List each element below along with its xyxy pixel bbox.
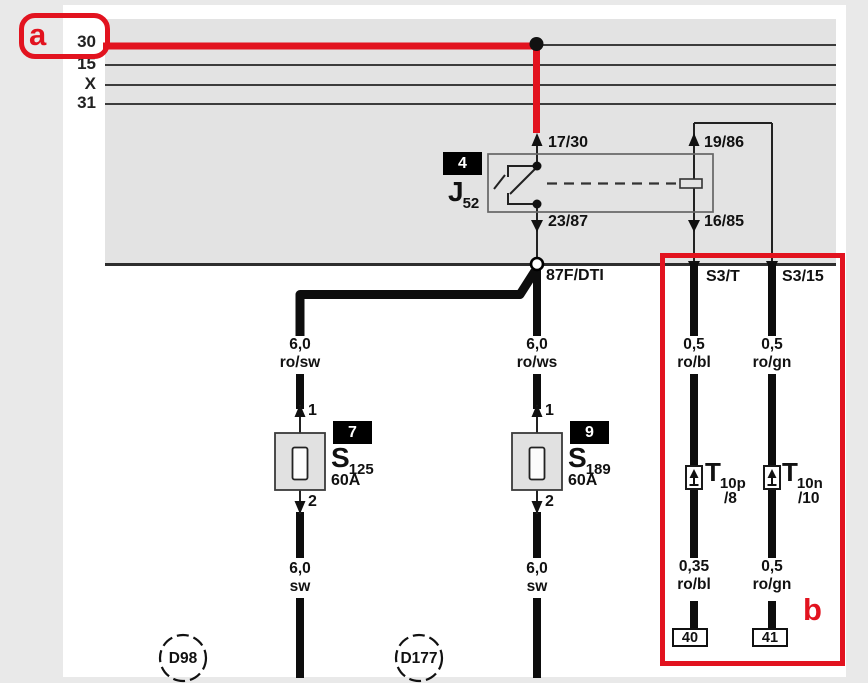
bus-label-x: X xyxy=(84,74,96,93)
annotation-label-b: b xyxy=(803,592,822,627)
wire5-color: sw xyxy=(289,578,311,595)
bus-label-31: 31 xyxy=(77,93,96,112)
arrow-up-icon xyxy=(531,404,543,417)
wire-branch-left xyxy=(295,268,539,336)
junction-label: 87F/DTI xyxy=(546,267,604,284)
annotation-box-a xyxy=(19,13,110,59)
power-wires xyxy=(295,263,776,678)
wire3-gauge: 0,5 xyxy=(683,336,705,353)
arrow-up-icon xyxy=(688,133,700,146)
bus-rails xyxy=(105,44,836,105)
ground-terminal-40: 40 xyxy=(672,628,708,647)
relay-outline xyxy=(487,153,714,213)
fuse1-rating: 60A xyxy=(331,472,361,489)
bus-junction-dot xyxy=(529,37,544,51)
fuse-s189-symbol xyxy=(511,404,563,514)
wire7-gauge: 0,35 xyxy=(678,558,710,575)
wire4-gauge: 0,5 xyxy=(761,336,783,353)
relay-wiring xyxy=(493,122,773,262)
annotation-box-b xyxy=(660,253,845,666)
connector2-pin: /10 xyxy=(798,490,820,507)
wire8-color: ro/gn xyxy=(752,576,792,593)
fuse1-tag: 7 xyxy=(333,421,372,444)
fuse2-pin-bottom: 2 xyxy=(545,493,554,510)
arrow-down-icon xyxy=(531,220,543,232)
connector1-ref: T10p xyxy=(705,457,746,492)
relay-coil-icon xyxy=(679,178,703,189)
ref-circle-d98 xyxy=(158,633,208,683)
wire6-gauge: 6,0 xyxy=(526,560,548,577)
socket-s315-label: S3/15 xyxy=(782,268,824,285)
connector1-pin: /8 xyxy=(724,490,737,507)
highlight-path xyxy=(103,42,540,133)
relay-terminal-19-86: 19/86 xyxy=(704,134,745,151)
ground-terminal-41: 41 xyxy=(752,628,788,647)
bus-label-30: 30 xyxy=(77,32,96,51)
wire8-gauge: 0,5 xyxy=(761,558,783,575)
fuse1-pin-bottom: 2 xyxy=(308,493,317,510)
fuse1-ref: S125 xyxy=(331,442,374,478)
arrow-down-icon xyxy=(531,501,543,514)
ref-label-d177: D177 xyxy=(400,650,438,667)
connector-t10n-symbol xyxy=(763,465,781,490)
arrow-down-icon xyxy=(294,501,306,514)
wire7-color: ro/bl xyxy=(677,576,711,593)
socket-s3t-label: S3/T xyxy=(706,268,740,285)
relay-terminal-16-85: 16/85 xyxy=(704,213,745,230)
wire3-color: ro/bl xyxy=(677,354,711,371)
wire2-color: ro/ws xyxy=(516,354,558,371)
wire2-gauge: 6,0 xyxy=(526,336,548,353)
connector2-ref: T10n xyxy=(782,457,823,492)
fuse-s125-symbol xyxy=(274,404,326,514)
ref-label-d98: D98 xyxy=(168,650,198,667)
annotation-label-a: a xyxy=(29,17,47,52)
arrow-up-icon xyxy=(767,469,777,478)
relay-terminal-23-87: 23/87 xyxy=(548,213,589,230)
relay-tag: 4 xyxy=(443,152,482,175)
wire5-gauge: 6,0 xyxy=(289,560,311,577)
wire1-gauge: 6,0 xyxy=(289,336,311,353)
bus-panel xyxy=(105,19,836,266)
relay-terminal-17-30: 17/30 xyxy=(548,134,589,151)
contact-dot-top xyxy=(532,161,542,171)
contact-dot-bottom xyxy=(532,199,542,209)
arrow-down-icon xyxy=(688,220,700,232)
arrow-up-icon xyxy=(294,404,306,417)
wire1-color: ro/sw xyxy=(279,354,321,371)
relay-ref: J52 xyxy=(448,176,480,212)
connector-t10p-symbol xyxy=(685,465,703,490)
fuse2-rating: 60A xyxy=(568,472,598,489)
arrow-up-icon xyxy=(689,469,699,478)
fuse2-tag: 9 xyxy=(570,421,609,444)
ref-circle-d177 xyxy=(394,633,444,683)
arrow-up-icon xyxy=(531,133,543,146)
fuse2-pin-top: 1 xyxy=(545,402,554,419)
junction-87f-dti-node xyxy=(529,256,545,272)
fuse2-ref: S189 xyxy=(568,442,611,478)
wire4-color: ro/gn xyxy=(752,354,792,371)
wire6-color: sw xyxy=(526,578,548,595)
fuse1-pin-top: 1 xyxy=(308,402,317,419)
